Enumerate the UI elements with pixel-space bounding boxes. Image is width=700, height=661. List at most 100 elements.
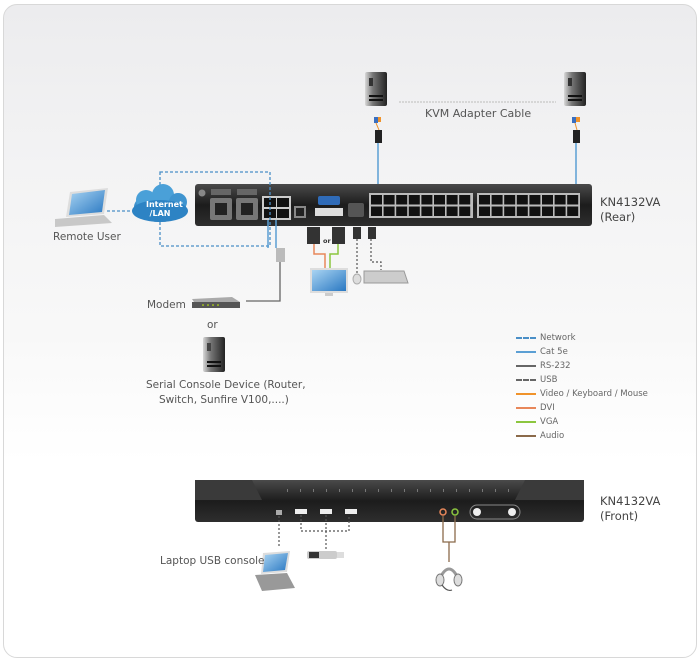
kvm-port [516, 195, 528, 205]
legend-label: Video / Keyboard / Mouse [540, 389, 648, 399]
usb-keyboard-cable [370, 239, 382, 270]
kvm-port [554, 206, 566, 216]
cloud-label-line1: Internet [146, 200, 183, 209]
monitor-icon [310, 268, 348, 296]
legend-label: Cat 5e [540, 347, 568, 357]
rear-unit-view: (Rear) [600, 210, 636, 224]
kvm-port [446, 195, 458, 205]
kvm-port [396, 195, 408, 205]
kvm-port [554, 195, 566, 205]
kvm-adapter-cable-label: KVM Adapter Cable [425, 107, 532, 120]
front-led [339, 489, 340, 492]
kvm-port [491, 195, 503, 205]
legend-label: Audio [540, 431, 565, 441]
legend-item: Cat 5e [516, 345, 648, 359]
front-led [352, 489, 353, 492]
audio-port-mic [451, 508, 459, 516]
legend-swatch [516, 351, 536, 353]
dvi-cable [313, 244, 326, 268]
modem-icon [192, 297, 240, 308]
server-tower-right [564, 72, 586, 106]
front-unit-view: (Front) [600, 509, 639, 523]
usb-port-3 [345, 509, 357, 514]
legend: Network Cat 5e RS-232 USB Video / Keyboa… [516, 331, 648, 443]
kvm-port [446, 206, 458, 216]
usb-console-port [276, 510, 282, 515]
kvm-port [516, 206, 528, 216]
kvm-port [459, 206, 471, 216]
kvm-port [567, 195, 579, 205]
kvm-port [504, 206, 516, 216]
kvm-port [504, 195, 516, 205]
console-connectors [307, 227, 376, 244]
kvm-port [434, 206, 445, 216]
remote-user-label: Remote User [53, 231, 121, 243]
front-led [404, 489, 405, 492]
modem-label: Modem [147, 299, 186, 311]
kvm-port [479, 195, 490, 205]
kvm-port [408, 195, 420, 205]
kvm-adapter-right [572, 117, 580, 190]
kn4132va-rear-unit [195, 184, 592, 226]
usb-laptop [255, 551, 295, 591]
kvm-port [479, 206, 490, 216]
kvm-port [459, 195, 471, 205]
rear-unit-model: KN4132VA [600, 195, 661, 209]
kvm-port [421, 195, 433, 205]
front-led [443, 489, 444, 492]
legend-swatch [516, 407, 536, 409]
front-led [469, 489, 470, 492]
legend-swatch [516, 379, 536, 381]
legend-swatch [516, 393, 536, 395]
front-led [430, 489, 431, 492]
serial-adapter [276, 248, 285, 262]
kvm-port [383, 195, 395, 205]
front-led [456, 489, 457, 492]
kvm-port [491, 206, 503, 216]
legend-swatch [516, 365, 536, 367]
front-led [287, 489, 288, 492]
usb-port-1 [295, 509, 307, 514]
serial-device-label-line1: Serial Console Device (Router, [146, 379, 306, 391]
front-led [391, 489, 392, 492]
legend-label: USB [540, 375, 558, 385]
legend-label: VGA [540, 417, 559, 427]
kvm-port [567, 206, 579, 216]
front-led [326, 489, 327, 492]
front-led [508, 489, 509, 492]
serial-console-tower [203, 337, 225, 372]
rs232-line [246, 262, 281, 302]
server-tower-left [365, 72, 387, 106]
audio-port-speaker [439, 508, 447, 516]
kvm-port [371, 195, 382, 205]
usb-hub-cable [300, 515, 350, 532]
connector-or-label: or [323, 237, 331, 245]
legend-item: RS-232 [516, 359, 648, 373]
remote-laptop [55, 188, 112, 227]
cloud-label-line2: /LAN [149, 209, 171, 218]
legend-swatch [516, 337, 536, 339]
legend-swatch [516, 435, 536, 437]
headset-icon [435, 567, 463, 592]
front-led [378, 489, 379, 492]
vga-cable [329, 244, 339, 268]
front-led [313, 489, 314, 492]
front-led [482, 489, 483, 492]
kvm-port [371, 206, 382, 216]
kvm-port [542, 195, 553, 205]
kvm-port [396, 206, 408, 216]
kvm-port [383, 206, 395, 216]
kn4132va-front-unit [195, 480, 584, 522]
front-led [365, 489, 366, 492]
laptop-usb-console-label: Laptop USB console [160, 555, 265, 567]
legend-item: VGA [516, 415, 648, 429]
kvm-port [421, 206, 433, 216]
legend-label: RS-232 [540, 361, 571, 371]
front-led [300, 489, 301, 492]
legend-label: Network [540, 333, 576, 343]
mouse-icon [352, 273, 362, 285]
kvm-port [434, 195, 445, 205]
legend-item: Audio [516, 429, 648, 443]
serial-device-label-line2: Switch, Sunfire V100,....) [159, 394, 289, 406]
